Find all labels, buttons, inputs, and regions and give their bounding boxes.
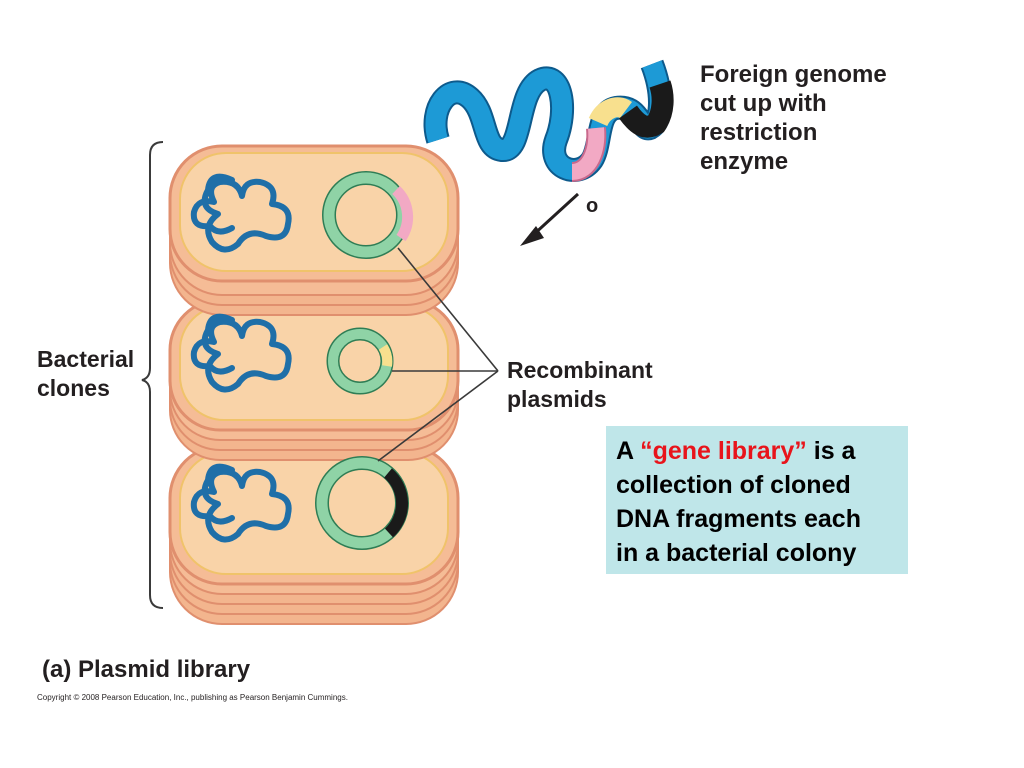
callout-suffix: is a	[806, 437, 856, 465]
direction-arrow	[520, 192, 580, 246]
figure-caption: (a) Plasmid library	[42, 656, 251, 683]
clones-bracket	[141, 141, 164, 609]
callout-prefix: A	[616, 437, 641, 465]
recombinant-line-2: plasmids	[507, 386, 607, 412]
callout-line-4: in a bacterial colony	[616, 539, 857, 567]
chromosome-1	[190, 173, 292, 253]
callout-highlight: “gene library”	[640, 437, 807, 465]
gene-library-callout: A “gene library” is a collection of clon…	[606, 426, 908, 574]
recombinant-plasmid-2	[326, 327, 394, 395]
recombinant-plasmid-3	[315, 456, 409, 550]
copyright-notice: Copyright © 2008 Pearson Education, Inc.…	[37, 693, 348, 702]
foreign-genome-line-2: cut up with	[700, 90, 827, 117]
callout-line-2: collection of cloned	[616, 471, 851, 499]
foreign-genome-line-3: restriction	[700, 119, 818, 146]
bacterial-clones-label: Bacterial clones	[37, 345, 134, 403]
plasmid-leader-lines	[377, 247, 499, 462]
foreign-genome-line-4: enzyme	[700, 148, 789, 175]
foreign-dna-strand	[423, 59, 674, 182]
chromosome-2	[190, 313, 292, 393]
callout-line-1: A “gene library” is a	[616, 434, 898, 468]
recombinant-plasmids-label: Recombinant plasmids	[507, 356, 653, 414]
foreign-genome-line-1: Foreign genome	[700, 61, 887, 88]
recombinant-line-1: Recombinant	[507, 357, 653, 383]
recombinant-plasmid-1	[322, 171, 414, 259]
stray-letter: o	[586, 195, 599, 217]
chromosome-3	[190, 463, 292, 543]
clones-line-1: Bacterial	[37, 346, 135, 372]
foreign-genome-label: Foreign genome cut up with restriction e…	[700, 60, 930, 176]
clones-line-2: clones	[37, 375, 110, 401]
callout-line-3: DNA fragments each	[616, 505, 861, 533]
